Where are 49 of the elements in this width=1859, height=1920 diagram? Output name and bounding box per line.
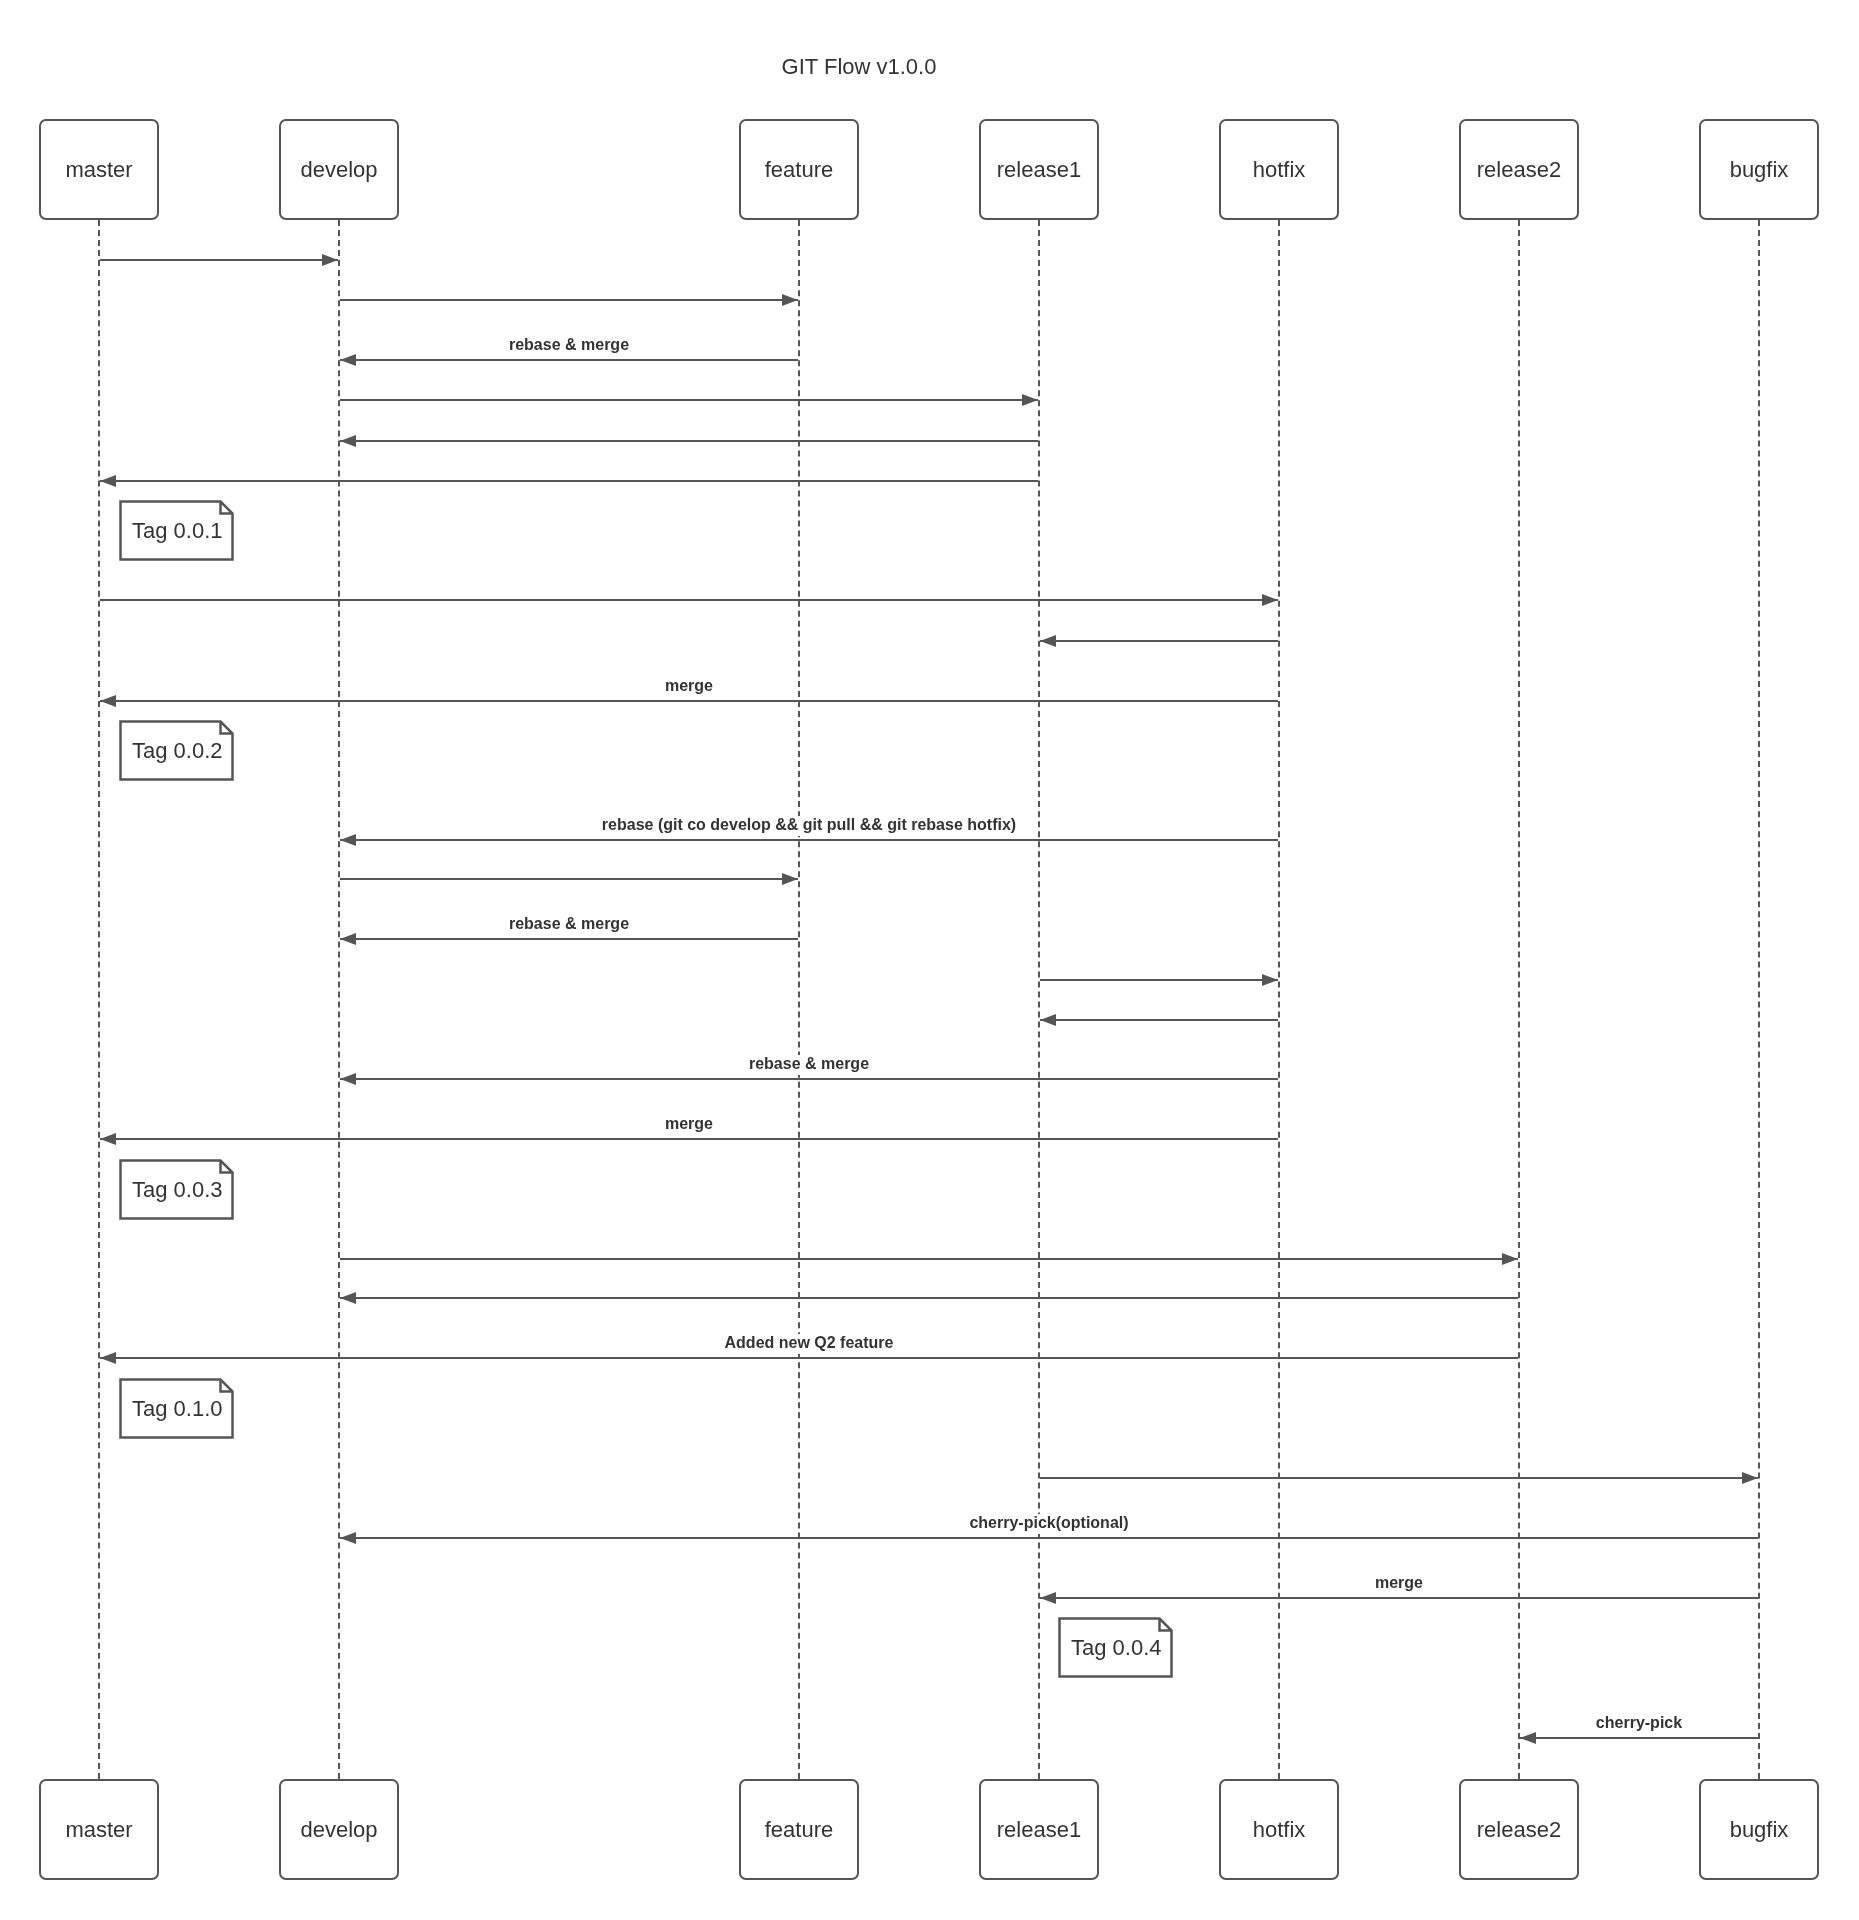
message-arrow: [339, 933, 799, 945]
lifeline: [98, 220, 100, 1779]
message-arrow: [339, 873, 799, 885]
message-arrow: [339, 294, 799, 306]
message-arrow: [1039, 1472, 1759, 1484]
lifeline: [1278, 220, 1280, 1779]
participant-box: release1: [979, 1779, 1099, 1880]
message-arrow: [1519, 1732, 1759, 1744]
participant-box: master: [39, 119, 159, 220]
message-arrow: [339, 1253, 1519, 1265]
message-arrow: [99, 254, 339, 266]
message-arrow: [1039, 974, 1279, 986]
participant-box: release2: [1459, 119, 1579, 220]
message-arrow: [339, 435, 1039, 447]
message-arrow: [339, 354, 799, 366]
message-arrow: [99, 1352, 1519, 1364]
message-arrow: [339, 834, 1279, 846]
note-box: Tag 0.0.2: [119, 720, 234, 781]
note-box: Tag 0.1.0: [119, 1378, 234, 1439]
message-arrow: [339, 394, 1039, 406]
note-box: Tag 0.0.1: [119, 500, 234, 561]
lifeline: [338, 220, 340, 1779]
participant-box: release1: [979, 119, 1099, 220]
lifeline: [1758, 220, 1760, 1779]
message-arrow: [99, 1133, 1279, 1145]
participant-box: bugfix: [1699, 1779, 1819, 1880]
participant-box: master: [39, 1779, 159, 1880]
message-arrow: [339, 1073, 1279, 1085]
note-box: Tag 0.0.4: [1058, 1617, 1173, 1678]
message-arrow: [99, 594, 1279, 606]
lifeline: [1038, 220, 1040, 1779]
participant-box: feature: [739, 119, 859, 220]
message-arrow: [339, 1532, 1759, 1544]
message-arrow: [99, 475, 1039, 487]
lifeline: [1518, 220, 1520, 1779]
message-arrow: [1039, 635, 1279, 647]
note-box: Tag 0.0.3: [119, 1159, 234, 1220]
participant-box: bugfix: [1699, 119, 1819, 220]
participant-box: hotfix: [1219, 1779, 1339, 1880]
participant-box: release2: [1459, 1779, 1579, 1880]
participant-box: develop: [279, 1779, 399, 1880]
message-arrow: [1039, 1014, 1279, 1026]
participant-box: feature: [739, 1779, 859, 1880]
message-arrow: [1039, 1592, 1759, 1604]
message-arrow: [339, 1292, 1519, 1304]
diagram-title: GIT Flow v1.0.0: [781, 54, 937, 80]
message-arrow: [99, 695, 1279, 707]
participant-box: develop: [279, 119, 399, 220]
participant-box: hotfix: [1219, 119, 1339, 220]
